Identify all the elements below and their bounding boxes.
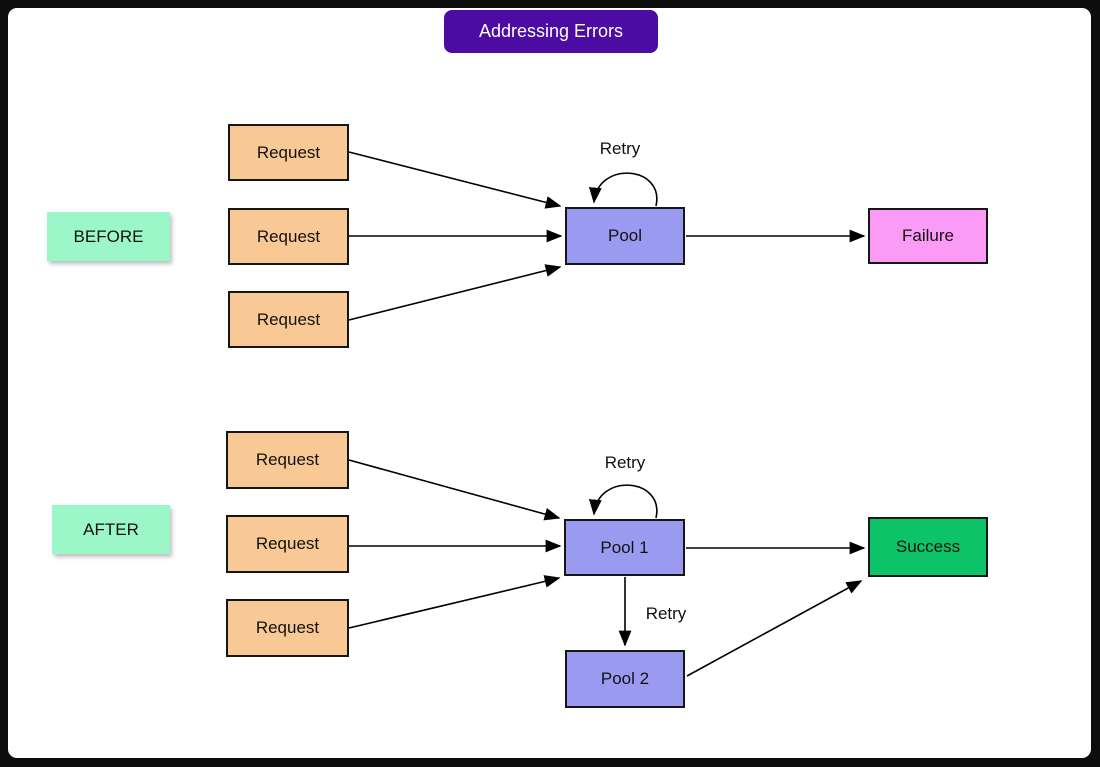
- after-request-node-3: Request: [226, 599, 349, 657]
- after-request-node-1: Request: [226, 431, 349, 489]
- after-retry-down-label: Retry: [645, 604, 687, 623]
- before-section-label: BEFORE: [47, 212, 170, 261]
- before-request-node-1: Request: [228, 124, 349, 181]
- before-retry-loop-label: Retry: [599, 139, 641, 158]
- after-request-node-2: Request: [226, 515, 349, 573]
- after-pool2-node: Pool 2: [565, 650, 685, 708]
- after-pool1-node: Pool 1: [564, 519, 685, 576]
- diagram-page: [8, 8, 1091, 758]
- after-success-node: Success: [868, 517, 988, 577]
- diagram-title: Addressing Errors: [444, 10, 658, 53]
- after-retry-loop-label: Retry: [604, 453, 646, 472]
- before-pool-node: Pool: [565, 207, 685, 265]
- before-request-node-3: Request: [228, 291, 349, 348]
- before-request-node-2: Request: [228, 208, 349, 265]
- after-section-label: AFTER: [52, 505, 170, 554]
- before-failure-node: Failure: [868, 208, 988, 264]
